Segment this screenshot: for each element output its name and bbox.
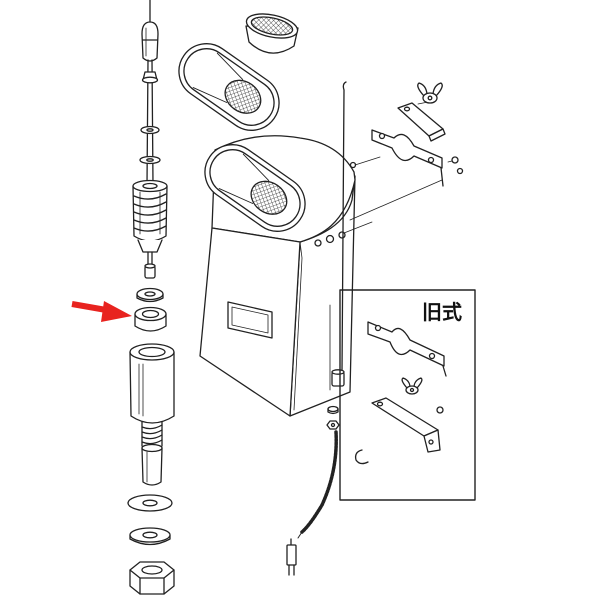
hex-nut bbox=[129, 561, 175, 595]
red-pointer-arrow bbox=[71, 301, 132, 322]
old-style-clip-curve bbox=[354, 449, 369, 465]
clamp-bracket bbox=[371, 129, 444, 187]
shaft-collar bbox=[141, 71, 159, 84]
small-washer-lower bbox=[139, 155, 161, 165]
old-style-screw bbox=[436, 406, 444, 414]
air-filter-sleeve bbox=[178, 43, 280, 131]
wire-cable bbox=[297, 430, 338, 539]
rod-sleeve bbox=[331, 369, 345, 387]
old-style-inset-box: 旧式 bbox=[339, 289, 476, 501]
bracket-screws bbox=[447, 156, 464, 175]
spring-assembly bbox=[132, 179, 168, 253]
flat-washer bbox=[136, 287, 164, 303]
cable-connector bbox=[286, 538, 297, 576]
rod-top-cap bbox=[141, 21, 159, 62]
strap-bracket bbox=[397, 102, 446, 142]
old-style-strap-bracket bbox=[371, 397, 441, 453]
spring-washer bbox=[129, 527, 171, 546]
small-nut-lower bbox=[326, 420, 340, 430]
filter-mesh-cap bbox=[245, 13, 299, 54]
housing-slot bbox=[227, 301, 273, 339]
filter-sleeve-on-housing bbox=[204, 144, 306, 232]
shaft-pin bbox=[144, 263, 156, 279]
old-style-wing-nut bbox=[401, 377, 423, 395]
old-style-clamp-bracket bbox=[367, 321, 447, 377]
small-nut-upper bbox=[327, 405, 339, 415]
bushing-ring bbox=[134, 306, 167, 332]
assembly-guide-lines bbox=[343, 101, 443, 234]
lower-spring bbox=[141, 421, 163, 447]
arrow-head bbox=[101, 301, 132, 322]
old-style-label: 旧式 bbox=[422, 300, 462, 324]
sleeve-cylinder bbox=[129, 343, 175, 424]
mounting-holes bbox=[314, 161, 357, 247]
wing-nut bbox=[417, 82, 443, 104]
large-washer bbox=[127, 494, 173, 512]
vertical-link-rod bbox=[341, 81, 347, 373]
small-washer-upper bbox=[140, 125, 160, 135]
guide-cylinder bbox=[141, 443, 163, 486]
